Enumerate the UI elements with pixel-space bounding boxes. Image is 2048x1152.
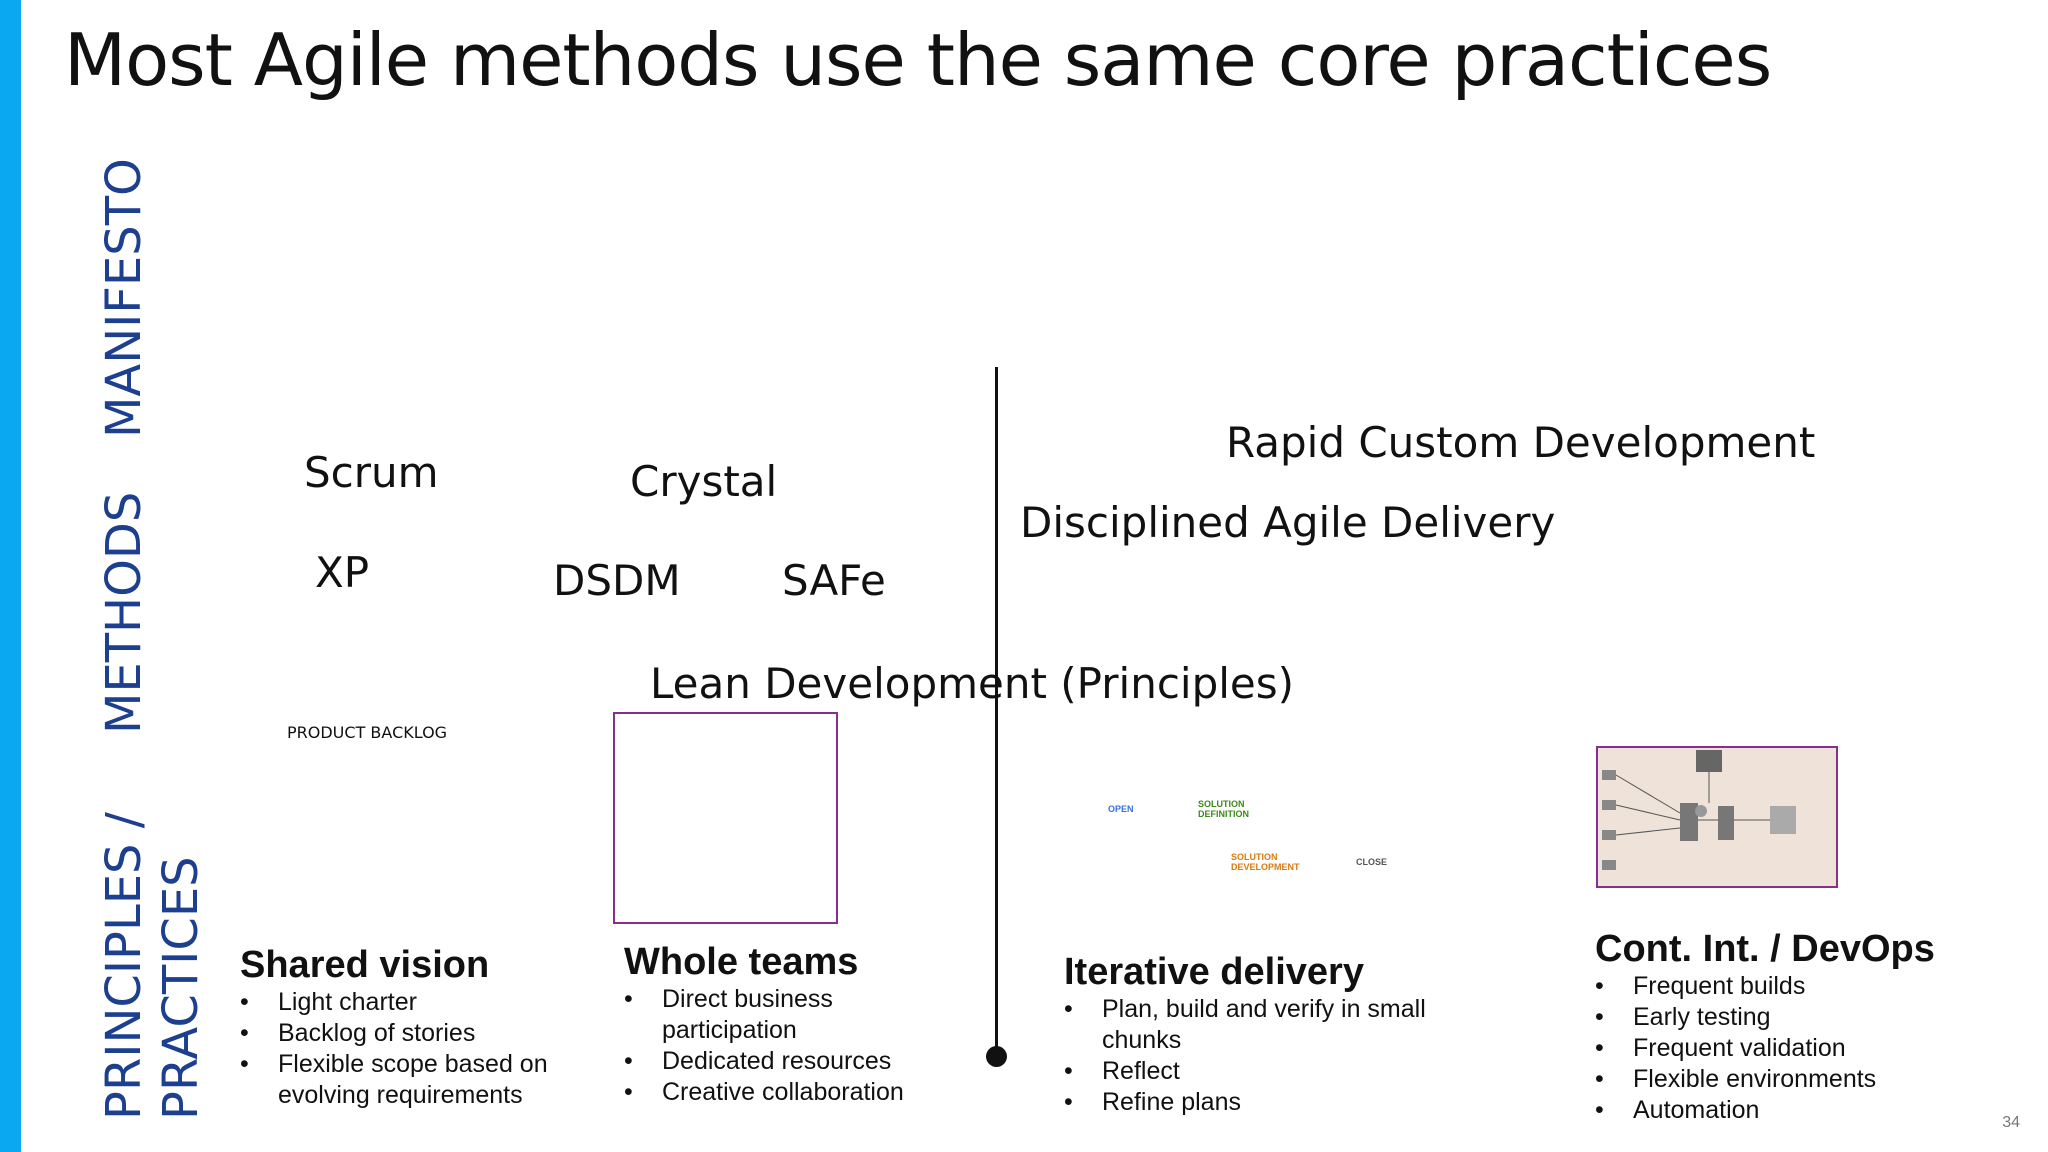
list-item: Creative collaboration [624,1077,954,1108]
list-item: Flexible scope based on evolving require… [240,1049,570,1111]
list-item: Light charter [240,987,570,1018]
side-label-practices: PRACTICES [153,856,209,1120]
ci-devops-diagram-image [1596,746,1838,888]
method-safe: SAFe [782,556,886,605]
whole-teams-image-frame [613,712,838,924]
list-item: Frequent validation [1595,1033,1975,1064]
method-lean-development: Lean Development (Principles) [650,659,1295,708]
list-item: Refine plans [1064,1087,1464,1118]
method-dsdm: DSDM [553,556,681,605]
practice-title: Whole teams [624,941,859,983]
practice-list: Plan, build and verify in small chunks R… [1064,994,1464,1118]
list-item: Backlog of stories [240,1018,570,1049]
slide-title: Most Agile methods use the same core pra… [64,18,1772,102]
practice-list: Frequent builds Early testing Frequent v… [1595,971,1975,1126]
practice-iterative-delivery: Iterative delivery Plan, build and verif… [1064,951,1464,1118]
method-rapid-custom-development: Rapid Custom Development [1226,418,1816,467]
practice-whole-teams: Whole teams Direct business participatio… [624,941,954,1108]
phase-open-label: OPEN [1108,804,1134,814]
side-label-principles: PRINCIPLES / [96,812,152,1120]
side-label-manifesto: MANIFESTO [96,158,152,438]
list-item: Flexible environments [1595,1064,1975,1095]
method-scrum: Scrum [304,448,439,497]
accent-bar [0,0,21,1152]
method-crystal: Crystal [630,457,778,506]
practice-shared-vision: Shared vision Light charter Backlog of s… [240,944,570,1111]
list-item: Direct business participation [624,984,852,1046]
timeline-divider [995,367,998,1057]
page-number: 34 [2002,1114,2020,1131]
phase-solution-development-label: SOLUTION DEVELOPMENT [1231,852,1300,872]
list-item: Automation [1595,1095,1975,1126]
practice-title: Shared vision [240,944,490,986]
product-backlog-label: PRODUCT BACKLOG [287,723,448,742]
method-disciplined-agile-delivery: Disciplined Agile Delivery [1020,498,1556,547]
ci-devops-diagram [1602,750,1796,870]
list-item: Plan, build and verify in small chunks [1064,994,1464,1056]
list-item: Early testing [1595,1002,1975,1033]
side-label-methods: METHODS [96,491,152,734]
practice-title: Iterative delivery [1064,951,1364,993]
phase-close-label: CLOSE [1356,857,1388,867]
practice-list: Light charter Backlog of stories Flexibl… [240,987,570,1111]
phase-solution-definition-label: SOLUTION DEFINITION [1198,799,1249,819]
list-item: Reflect [1064,1056,1464,1087]
practice-list: Direct business participation Dedicated … [624,984,954,1108]
practice-title: Cont. Int. / DevOps [1595,928,1935,970]
list-item: Dedicated resources [624,1046,954,1077]
practice-ci-devops: Cont. Int. / DevOps Frequent builds Earl… [1595,928,1975,1126]
timeline-divider-end [986,1046,1007,1067]
method-xp: XP [315,548,370,597]
list-item: Frequent builds [1595,971,1975,1002]
